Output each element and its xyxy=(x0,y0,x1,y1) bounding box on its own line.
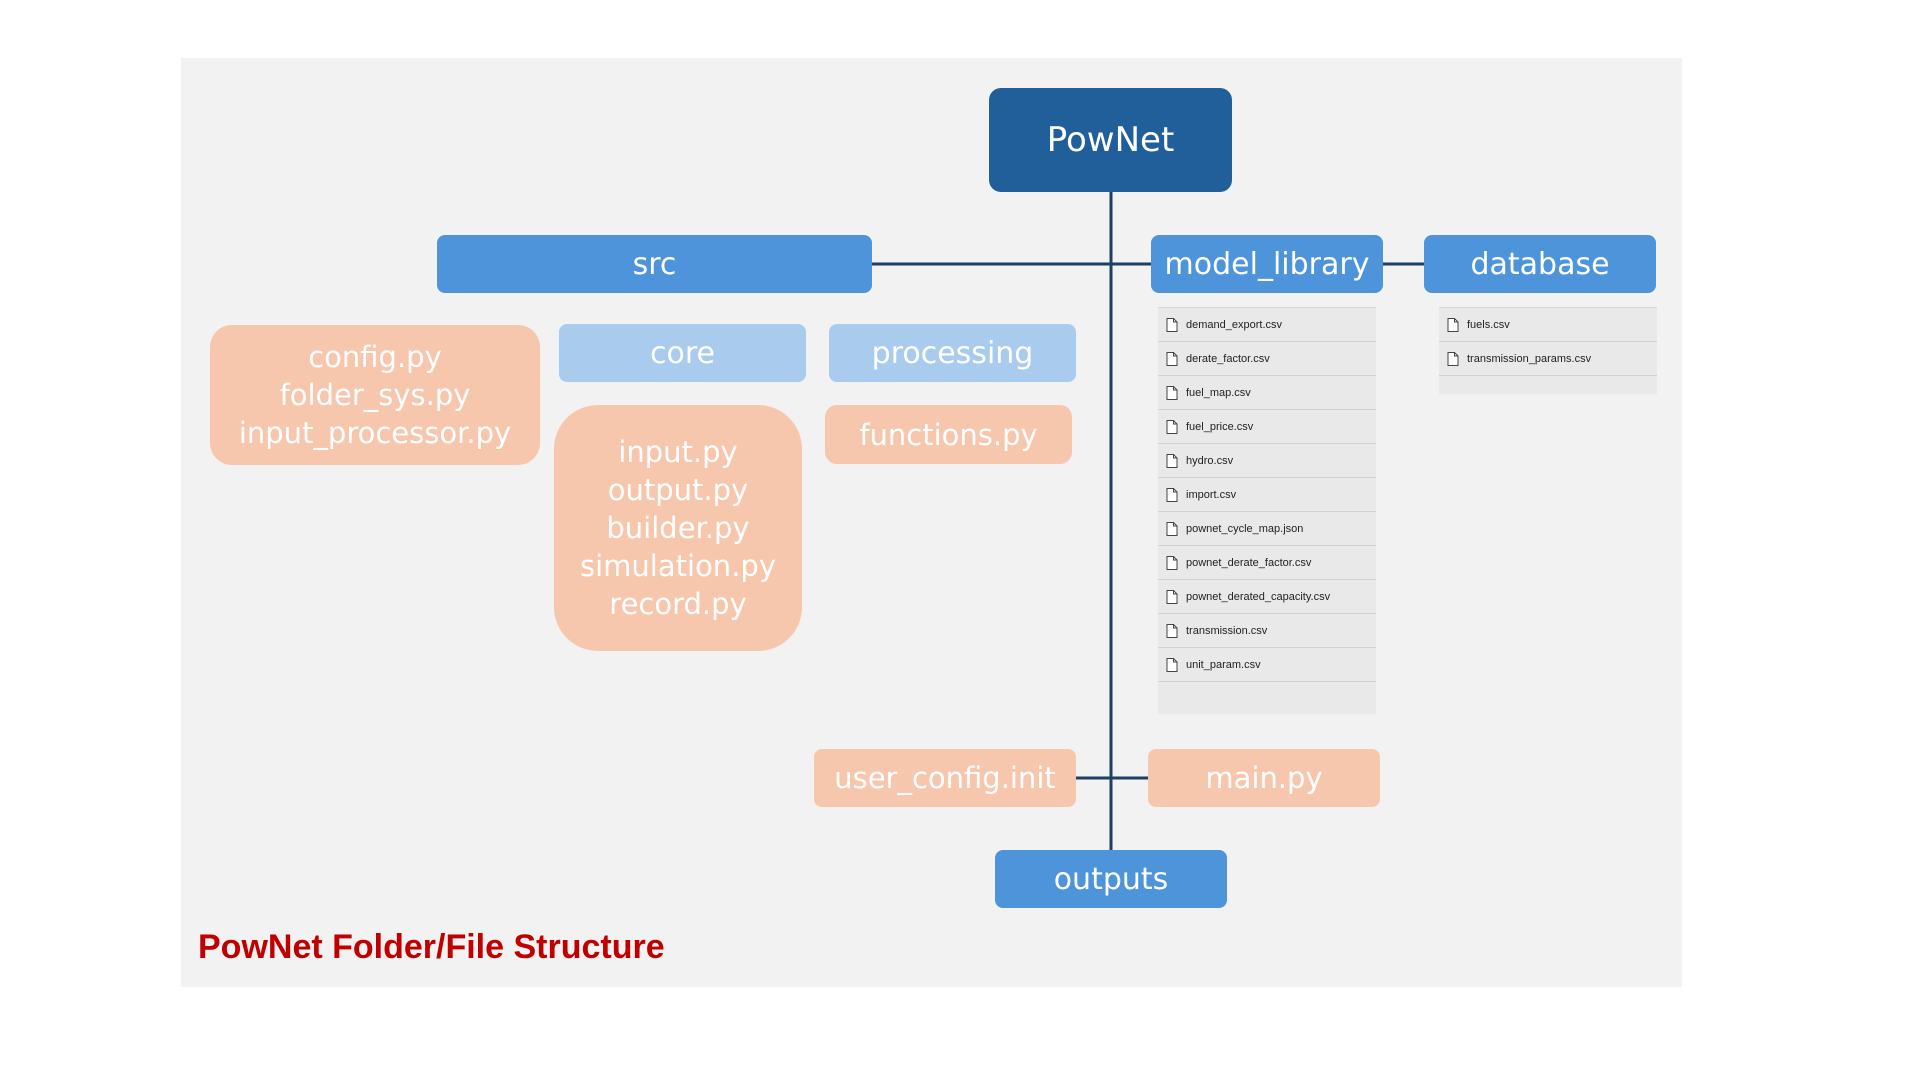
file-name: unit_param.csv xyxy=(1186,658,1261,671)
file-functions-py: functions.py xyxy=(859,417,1038,452)
file-user-config-init: user_config.init xyxy=(814,749,1076,807)
file-list-row[interactable]: hydro.csv xyxy=(1158,444,1376,478)
file-name: pownet_derated_capacity.csv xyxy=(1186,590,1331,603)
file-list-row[interactable]: fuels.csv xyxy=(1439,308,1657,342)
file-list-row[interactable]: pownet_derated_capacity.csv xyxy=(1158,580,1376,614)
document-icon xyxy=(1166,555,1178,570)
file-list-row[interactable]: derate_factor.csv xyxy=(1158,342,1376,376)
file-main-py-label: main.py xyxy=(1205,761,1323,795)
subfolder-processing: processing xyxy=(829,324,1076,382)
file-name: import.csv xyxy=(1186,488,1237,501)
file-name: pownet_cycle_map.json xyxy=(1186,522,1304,535)
file-list-row[interactable]: transmission_params.csv xyxy=(1439,342,1657,376)
file-input-py: input.py xyxy=(618,435,738,469)
database-file-list: fuels.csv transmission_params.csv xyxy=(1439,307,1657,394)
folder-model-library-label: model_library xyxy=(1164,246,1370,282)
src-files-box: config.py folder_sys.py input_processor.… xyxy=(210,325,540,465)
document-icon xyxy=(1166,351,1178,366)
file-name: fuel_price.csv xyxy=(1186,420,1254,433)
file-simulation-py: simulation.py xyxy=(580,549,776,583)
file-builder-py: builder.py xyxy=(606,511,750,545)
processing-files-box: functions.py xyxy=(825,405,1072,464)
file-name: transmission.csv xyxy=(1186,624,1268,637)
file-config-py: config.py xyxy=(308,340,442,374)
file-name: fuel_map.csv xyxy=(1186,386,1251,399)
root-folder-label: PowNet xyxy=(1046,120,1175,160)
document-icon xyxy=(1447,317,1459,332)
document-icon xyxy=(1166,317,1178,332)
folder-outputs: outputs xyxy=(995,850,1227,908)
file-main-py: main.py xyxy=(1148,749,1380,807)
folder-model-library: model_library xyxy=(1151,235,1383,293)
subfolder-core-label: core xyxy=(650,335,715,371)
folder-database: database xyxy=(1424,235,1656,293)
diagram-caption: PowNet Folder/File Structure xyxy=(198,928,665,966)
model-library-file-list: demand_export.csv derate_factor.csv fuel… xyxy=(1158,307,1376,714)
file-list-row[interactable]: transmission.csv xyxy=(1158,614,1376,648)
folder-database-label: database xyxy=(1470,246,1610,282)
file-user-config-init-label: user_config.init xyxy=(834,761,1056,795)
folder-src: src xyxy=(437,235,872,293)
file-list-row[interactable]: pownet_cycle_map.json xyxy=(1158,512,1376,546)
document-icon xyxy=(1166,521,1178,536)
folder-outputs-label: outputs xyxy=(1053,861,1169,897)
document-icon xyxy=(1166,385,1178,400)
folder-src-label: src xyxy=(632,246,677,282)
document-icon xyxy=(1166,487,1178,502)
document-icon xyxy=(1166,589,1178,604)
file-list-row[interactable]: fuel_price.csv xyxy=(1158,410,1376,444)
file-name: derate_factor.csv xyxy=(1186,352,1270,365)
diagram-panel xyxy=(181,58,1682,987)
document-icon xyxy=(1447,351,1459,366)
subfolder-core: core xyxy=(559,324,806,382)
file-list-row[interactable]: fuel_map.csv xyxy=(1158,376,1376,410)
file-name: pownet_derate_factor.csv xyxy=(1186,556,1312,569)
file-name: hydro.csv xyxy=(1186,454,1234,467)
document-icon xyxy=(1166,419,1178,434)
file-record-py: record.py xyxy=(609,587,747,621)
file-folder-sys-py: folder_sys.py xyxy=(279,378,471,412)
subfolder-processing-label: processing xyxy=(871,335,1034,371)
file-name: transmission_params.csv xyxy=(1467,352,1592,365)
file-list-row[interactable]: demand_export.csv xyxy=(1158,308,1376,342)
root-folder-pownet: PowNet xyxy=(989,88,1232,192)
file-output-py: output.py xyxy=(607,473,749,507)
document-icon xyxy=(1166,453,1178,468)
document-icon xyxy=(1166,623,1178,638)
file-list-row[interactable]: import.csv xyxy=(1158,478,1376,512)
document-icon xyxy=(1166,657,1178,672)
file-name: fuels.csv xyxy=(1467,318,1510,331)
file-input-processor-py: input_processor.py xyxy=(238,416,512,450)
file-list-row[interactable]: pownet_derate_factor.csv xyxy=(1158,546,1376,580)
file-name: demand_export.csv xyxy=(1186,318,1282,331)
core-files-box: input.py output.py builder.py simulation… xyxy=(554,405,802,651)
file-list-row[interactable]: unit_param.csv xyxy=(1158,648,1376,682)
